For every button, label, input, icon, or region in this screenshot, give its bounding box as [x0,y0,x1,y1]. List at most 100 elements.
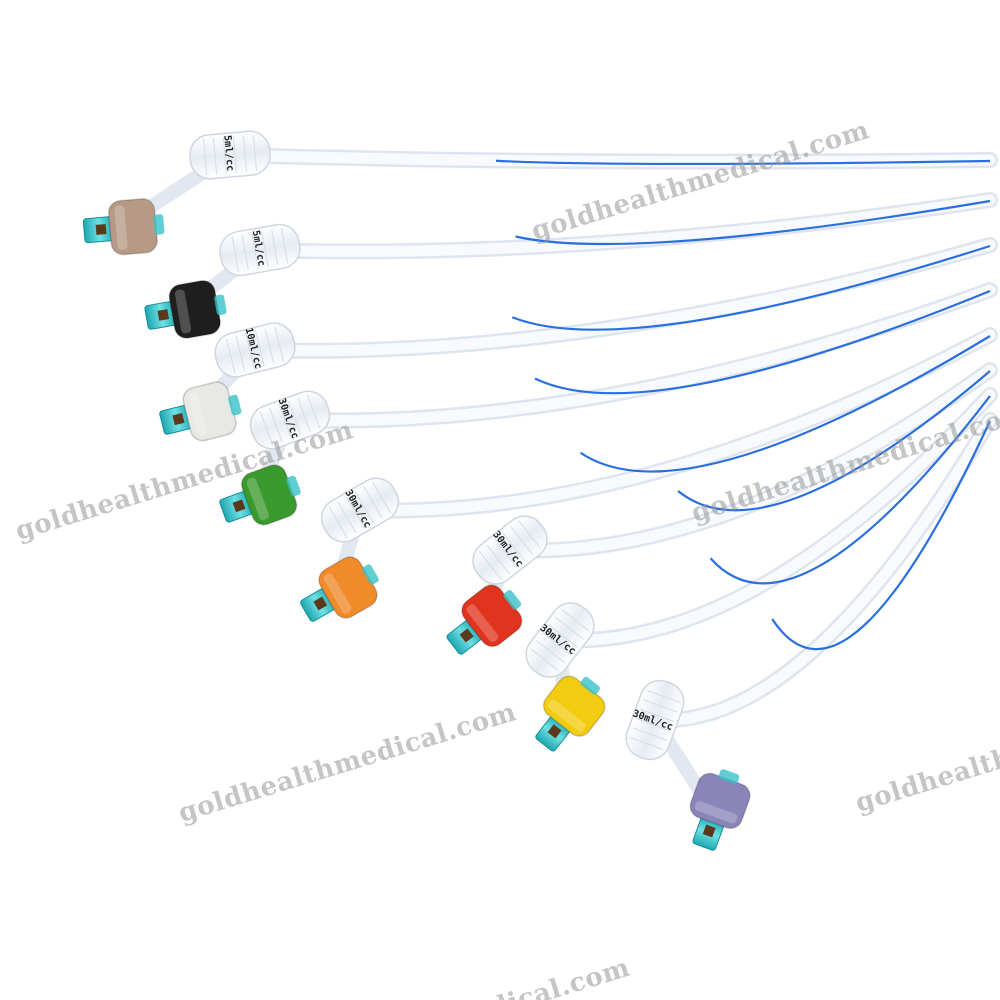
balloon-ridge [363,486,383,519]
hub-cap-shine [466,604,499,642]
hub-collar [153,214,165,235]
hub-collar [503,590,522,610]
balloon-port: 30ml/cc [472,515,548,585]
balloon-ridge [297,397,311,432]
balloon-ridge [629,736,664,751]
balloon-ridge [261,231,269,267]
balloon-ridge [269,408,283,443]
balloon-ridge [646,689,681,704]
hub-cap [182,381,237,442]
balloon-ridge [502,532,526,562]
balloon-port: 30ml/cc [320,477,400,543]
balloon-ridge [554,616,584,640]
balloon-ridge [494,538,518,568]
balloon-capsule [189,130,271,180]
hub-cap-shine [694,801,738,824]
hub-cap [107,198,158,256]
balloon-ridge [632,727,667,741]
balloon-ridge [251,233,259,269]
valve-core [459,628,474,643]
valve-core [547,724,562,739]
radiopaque-line [677,370,991,512]
radiopaque-line [495,159,991,166]
balloon-ridge [548,624,578,648]
balloon-ridge [245,333,255,369]
balloon-ridge [346,496,366,529]
balloon-port: 30ml/cc [625,679,685,761]
balloon-ridge [264,328,275,364]
balloon-ridge [212,138,218,175]
hub-cap [168,279,221,339]
hub-collar [228,394,242,416]
balloon-ridge [203,139,208,176]
balloon-ridge [354,491,374,524]
balloon-ridge [510,526,534,556]
color-coded-hub [300,556,379,622]
hub-collar [718,769,740,784]
balloon-ridge [372,481,392,514]
balloon-ridge [255,331,265,367]
color-coded-hub [535,675,606,752]
radiopaque-line [771,420,991,651]
hub-cap-shine [246,477,269,521]
color-coded-hub [446,584,523,655]
balloon-ridge [636,718,671,732]
radiopaque-line [579,335,991,473]
balloon-ridge [231,236,239,273]
balloon-capsule [214,322,296,378]
balloon-ridge [274,326,285,362]
hub-collar [286,475,301,497]
balloon-ridge [486,544,510,574]
radiopaque-line [515,199,991,246]
balloon-ridge [281,227,289,264]
balloon-ridge [241,234,249,271]
balloon-ridge [337,501,357,534]
hub-collar [214,294,227,316]
catheter-tube-highlight [224,149,996,168]
color-coded-hub [689,769,751,851]
balloon-ridge [560,608,590,632]
valve-core [157,309,170,321]
balloon-capsule [249,390,331,450]
balloon-ridge [271,229,279,266]
color-coded-hub [219,464,301,526]
hub-cap-shine [323,573,352,614]
color-coded-hub [82,198,165,256]
radiopaque-line [534,289,991,395]
balloon-volume-label: 5ml/cc [221,135,235,172]
valve-core [702,824,716,838]
hub-collar [580,676,600,695]
color-coded-hub [159,381,242,442]
hub-cap-shine [114,205,128,250]
balloon-port: 5ml/cc [219,223,301,277]
balloon-ridge [530,648,560,672]
balloon-ridge [518,520,542,550]
balloon-ridge [232,136,238,173]
balloon-port: 30ml/cc [249,390,331,450]
radiopaque-line [709,395,991,585]
radiopaque-line [511,244,991,331]
valve-core [232,499,246,513]
balloon-ridge [259,411,274,446]
valve-core [313,596,328,611]
balloon-ridge [252,134,257,171]
balloon-ridge [639,708,674,722]
hub-collar [362,564,379,585]
valve-core [172,413,185,426]
valve-core [95,224,107,235]
balloon-ridge [478,550,502,580]
color-coded-hub [144,279,227,339]
balloon-ridge [328,506,348,539]
balloon-ridge [288,401,302,436]
hub-cap-shine [188,392,208,436]
catheter-tube-highlight [254,194,996,257]
balloon-ridge [306,394,321,429]
balloon-port: 30ml/cc [525,602,595,678]
balloon-ridge [235,336,246,372]
balloon-ridge [643,699,678,713]
balloon-capsule [219,223,301,277]
balloon-port: 10ml/cc [214,322,296,378]
balloon-ridge [278,404,292,439]
